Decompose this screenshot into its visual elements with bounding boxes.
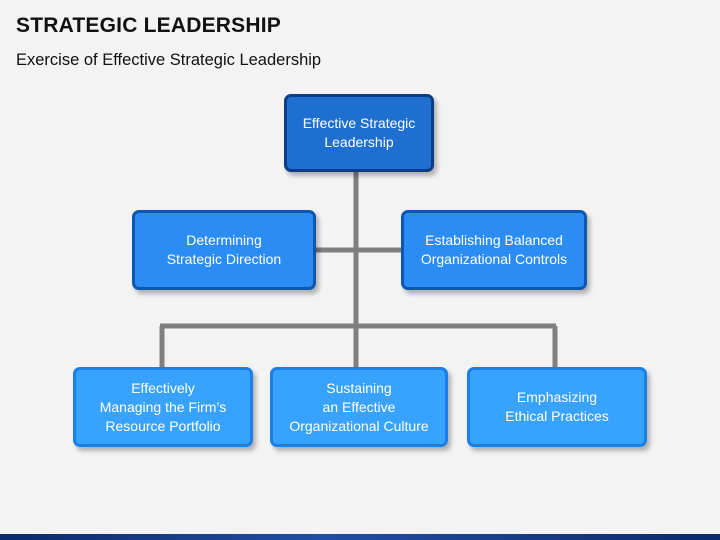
footer-bar — [0, 534, 720, 540]
page-subtitle: Exercise of Effective Strategic Leadersh… — [16, 51, 322, 69]
node-label: Determining Strategic Direction — [166, 232, 282, 267]
node-label: Emphasizing Ethical Practices — [505, 389, 609, 424]
node-establishing-balanced-controls: Establishing Balanced Organizational Con… — [401, 210, 587, 290]
node-effective-strategic-leadership: Effective Strategic Leadership — [284, 94, 434, 172]
node-label: Establishing Balanced Organizational Con… — [420, 232, 568, 267]
page-title: STRATEGIC LEADERSHIP — [16, 14, 281, 37]
node-determining-strategic-direction: Determining Strategic Direction — [132, 210, 316, 290]
node-label: Effectively Managing the Firm’s Resource… — [99, 379, 227, 434]
node-sustaining-organizational-culture: Sustaining an Effective Organizational C… — [270, 367, 448, 447]
node-label: Sustaining an Effective Organizational C… — [289, 379, 429, 434]
node-managing-resource-portfolio: Effectively Managing the Firm’s Resource… — [73, 367, 253, 447]
node-label: Effective Strategic Leadership — [302, 115, 416, 150]
node-emphasizing-ethical-practices: Emphasizing Ethical Practices — [467, 367, 647, 447]
